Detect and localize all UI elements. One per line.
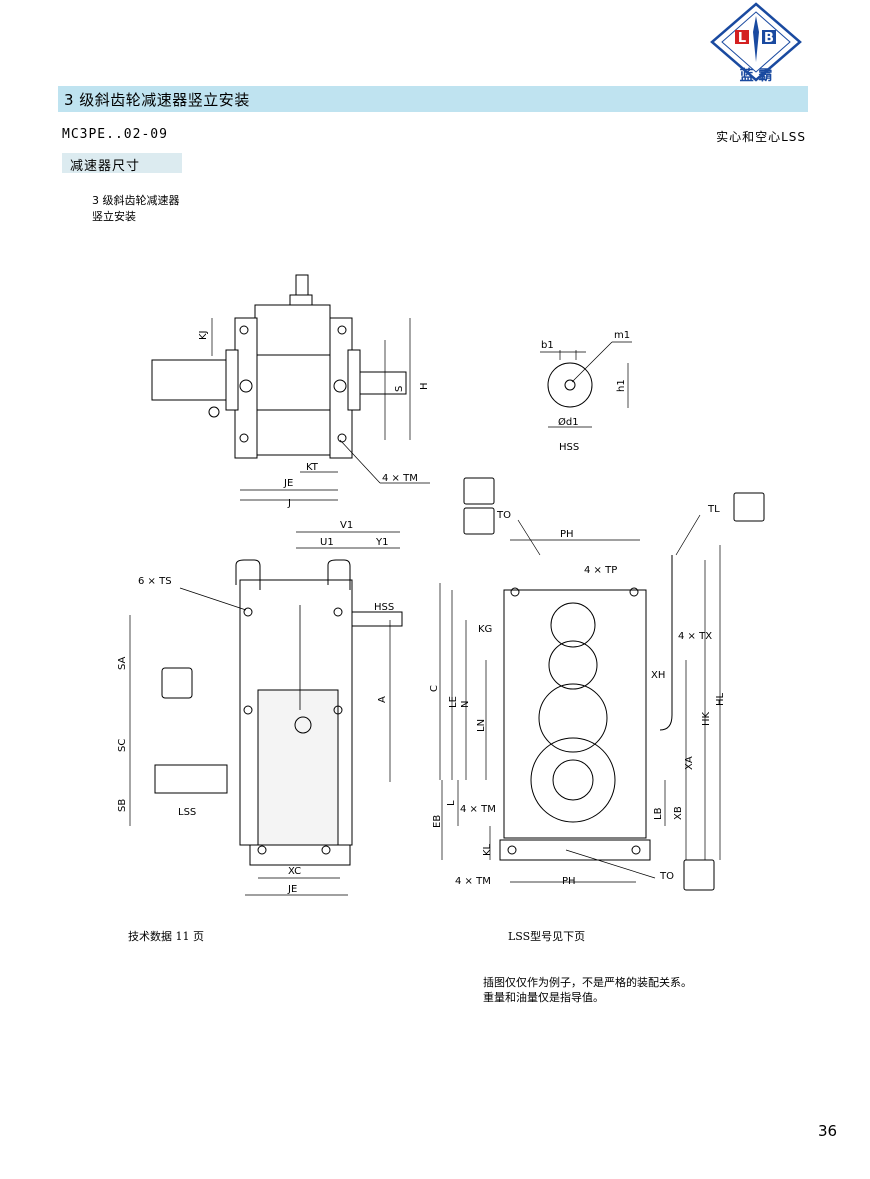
svg-text:蓝 霸: 蓝 霸 bbox=[740, 67, 773, 84]
svg-text:KL: KL bbox=[482, 843, 493, 856]
svg-text:A: A bbox=[377, 696, 388, 703]
svg-text:TO: TO bbox=[496, 510, 511, 521]
svg-text:JE: JE bbox=[287, 884, 297, 895]
svg-text:J: J bbox=[287, 498, 291, 509]
svg-text:KG: KG bbox=[478, 624, 492, 635]
svg-text:C: C bbox=[429, 685, 440, 692]
description-line-2: 竖立安装 bbox=[92, 210, 136, 223]
svg-text:SC: SC bbox=[117, 739, 128, 752]
svg-text:PH: PH bbox=[560, 529, 574, 540]
disclaimer-line-1: 插图仅仅作为例子，不是严格的装配关系。 bbox=[483, 976, 692, 989]
svg-text:XA: XA bbox=[684, 756, 695, 770]
svg-text:U1: U1 bbox=[320, 537, 334, 548]
svg-text:N: N bbox=[460, 701, 471, 708]
svg-text:EB: EB bbox=[432, 815, 443, 828]
section-bar bbox=[62, 153, 182, 173]
svg-text:XC: XC bbox=[288, 866, 301, 877]
svg-text:LE: LE bbox=[448, 696, 459, 708]
svg-text:4 × TP: 4 × TP bbox=[584, 565, 617, 576]
svg-text:JE: JE bbox=[283, 478, 293, 489]
svg-text:m1: m1 bbox=[614, 330, 630, 341]
svg-text:XB: XB bbox=[673, 806, 684, 820]
svg-text:TO: TO bbox=[659, 871, 674, 882]
svg-text:h1: h1 bbox=[616, 379, 627, 392]
page-number: 36 bbox=[818, 1122, 838, 1140]
svg-text:H: H bbox=[419, 382, 430, 390]
model-code: MC3PE..02-09 bbox=[62, 127, 168, 142]
svg-text:L: L bbox=[738, 31, 746, 46]
title-bar bbox=[58, 86, 808, 112]
svg-text:4 × TM: 4 × TM bbox=[382, 473, 418, 484]
description: 3 级斜齿轮减速器 竖立安装 bbox=[92, 193, 180, 225]
svg-text:Y1: Y1 bbox=[375, 537, 388, 548]
tech-data-note: 技术数据 11 页 bbox=[128, 930, 204, 943]
side-view: TO PH 4 × TP TL KG 4 × TX XH C LE N LN H… bbox=[429, 477, 765, 891]
svg-text:S: S bbox=[394, 386, 405, 392]
section-title: 减速器尺寸 bbox=[70, 159, 141, 174]
svg-text:SB: SB bbox=[117, 799, 128, 812]
disclaimer-line-2: 重量和油量仅是指导值。 bbox=[483, 991, 604, 1004]
svg-text:HSS: HSS bbox=[374, 602, 394, 613]
svg-text:4 × TM: 4 × TM bbox=[455, 876, 491, 887]
svg-text:LN: LN bbox=[476, 719, 487, 732]
svg-text:KJ: KJ bbox=[198, 330, 209, 340]
svg-text:Ød1: Ød1 bbox=[558, 416, 579, 428]
front-view: V1 U1 Y1 6 × TS SA SC SB LSS A HSS XC JE bbox=[117, 520, 403, 896]
lss-note: LSS型号见下页 bbox=[508, 930, 586, 943]
svg-text:XH: XH bbox=[651, 670, 665, 681]
svg-text:HSS: HSS bbox=[559, 442, 579, 453]
svg-text:LB: LB bbox=[653, 807, 664, 820]
svg-text:L: L bbox=[446, 800, 457, 806]
svg-text:b1: b1 bbox=[541, 340, 554, 351]
svg-text:4 × TX: 4 × TX bbox=[678, 631, 712, 642]
svg-text:HK: HK bbox=[701, 711, 712, 726]
svg-text:B: B bbox=[764, 31, 774, 46]
lanba-logo: L B 蓝 霸 bbox=[710, 2, 802, 84]
svg-text:KT: KT bbox=[306, 462, 319, 473]
svg-text:6 × TS: 6 × TS bbox=[138, 576, 172, 587]
svg-text:SA: SA bbox=[117, 656, 128, 670]
description-line-1: 3 级斜齿轮减速器 bbox=[92, 194, 180, 207]
svg-text:HL: HL bbox=[715, 692, 726, 706]
shaft-type: 实心和空心LSS bbox=[716, 130, 806, 144]
top-view: KJ S H KT JE J 4 × TM bbox=[151, 274, 430, 509]
svg-text:PH: PH bbox=[562, 876, 576, 887]
page-title: 3 级斜齿轮减速器竖立安装 bbox=[64, 91, 250, 109]
svg-text:4 × TM: 4 × TM bbox=[460, 804, 496, 815]
svg-text:LSS: LSS bbox=[178, 807, 196, 818]
svg-text:V1: V1 bbox=[340, 520, 353, 531]
svg-text:TL: TL bbox=[707, 504, 720, 515]
hss-detail: b1 m1 h1 Ød1 HSS bbox=[540, 330, 632, 453]
disclaimer: 插图仅仅作为例子，不是严格的装配关系。 重量和油量仅是指导值。 bbox=[483, 975, 692, 1005]
